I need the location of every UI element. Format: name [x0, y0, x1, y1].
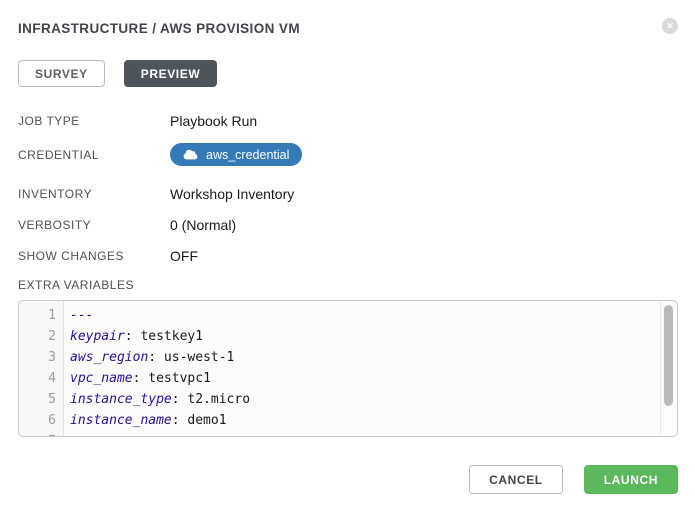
line-number: 4 [48, 371, 56, 386]
yaml-key: keypair [70, 329, 125, 344]
extra-variables-label: EXTRA VARIABLES [18, 278, 134, 292]
code-line: aws_region: us-west-1 [70, 347, 677, 368]
editor-line-number-gutter: 1 2 3 4 5 6 7 [19, 301, 64, 436]
line-number: 1 [48, 308, 56, 323]
job-type-label: JOB TYPE [18, 114, 80, 128]
editor-scrollbar-thumb[interactable] [664, 305, 673, 406]
credential-badge[interactable]: aws_credential [170, 143, 303, 166]
show-changes-label: SHOW CHANGES [18, 249, 125, 263]
code-line: keypair: testkey1 [70, 326, 677, 347]
line-number: 2 [48, 329, 56, 344]
credential-badge-label: aws_credential [206, 147, 290, 162]
inventory-label: INVENTORY [18, 187, 93, 201]
cancel-button[interactable]: CANCEL [469, 465, 563, 494]
code-line: --- [70, 305, 677, 326]
yaml-key: aws_region [70, 350, 149, 365]
yaml-value: : testkey1 [124, 329, 204, 344]
tab-survey[interactable]: SURVEY [18, 60, 105, 87]
line-number: 7 [19, 431, 56, 436]
modal-footer: CANCEL LAUNCH [18, 465, 678, 494]
code-line: instance_type: t2.micro [70, 389, 677, 410]
tab-bar: SURVEY PREVIEW [18, 60, 678, 87]
detail-row-show-changes: SHOW CHANGES OFF [18, 247, 678, 265]
editor-scrollbar-track[interactable] [660, 302, 676, 435]
credential-label: CREDENTIAL [18, 147, 100, 162]
yaml-key: instance_name [70, 413, 172, 428]
line-number: 5 [48, 392, 56, 407]
tab-preview[interactable]: PREVIEW [123, 60, 218, 87]
cloud-icon [183, 149, 198, 160]
detail-row-inventory: INVENTORY Workshop Inventory [18, 185, 678, 203]
extra-variables-editor[interactable]: 1 2 3 4 5 6 7 --- keypair: testkey1 aws_… [18, 300, 678, 437]
inventory-value: Workshop Inventory [170, 186, 295, 202]
launch-button[interactable]: LAUNCH [583, 465, 678, 494]
modal-header: INFRASTRUCTURE / AWS PROVISION VM ✕ [18, 18, 678, 36]
yaml-key: vpc_name [70, 371, 133, 386]
yaml-key: --- [70, 308, 94, 323]
line-number: 6 [48, 413, 56, 428]
yaml-value: : t2.micro [171, 392, 251, 407]
line-number: 3 [48, 350, 56, 365]
detail-row-credential: CREDENTIAL aws_credential [18, 143, 678, 166]
yaml-value: : demo1 [171, 413, 227, 428]
show-changes-value: OFF [170, 248, 198, 264]
code-line: vpc_name: testvpc1 [70, 368, 677, 389]
detail-row-job-type: JOB TYPE Playbook Run [18, 112, 678, 130]
yaml-key: instance_type [70, 392, 172, 407]
editor-code-area[interactable]: --- keypair: testkey1 aws_region: us-wes… [64, 301, 677, 436]
yaml-value: : us-west-1 [148, 350, 235, 365]
job-details: JOB TYPE Playbook Run CREDENTIAL aws_cre… [18, 112, 678, 265]
verbosity-label: VERBOSITY [18, 218, 92, 232]
page-title: INFRASTRUCTURE / AWS PROVISION VM [18, 21, 300, 36]
detail-row-verbosity: VERBOSITY 0 (Normal) [18, 216, 678, 234]
verbosity-value: 0 (Normal) [170, 217, 237, 233]
code-line: instance_name: demo1 [70, 410, 677, 431]
yaml-value: : testvpc1 [132, 371, 211, 386]
job-type-value: Playbook Run [170, 113, 258, 129]
close-icon[interactable]: ✕ [662, 18, 678, 34]
